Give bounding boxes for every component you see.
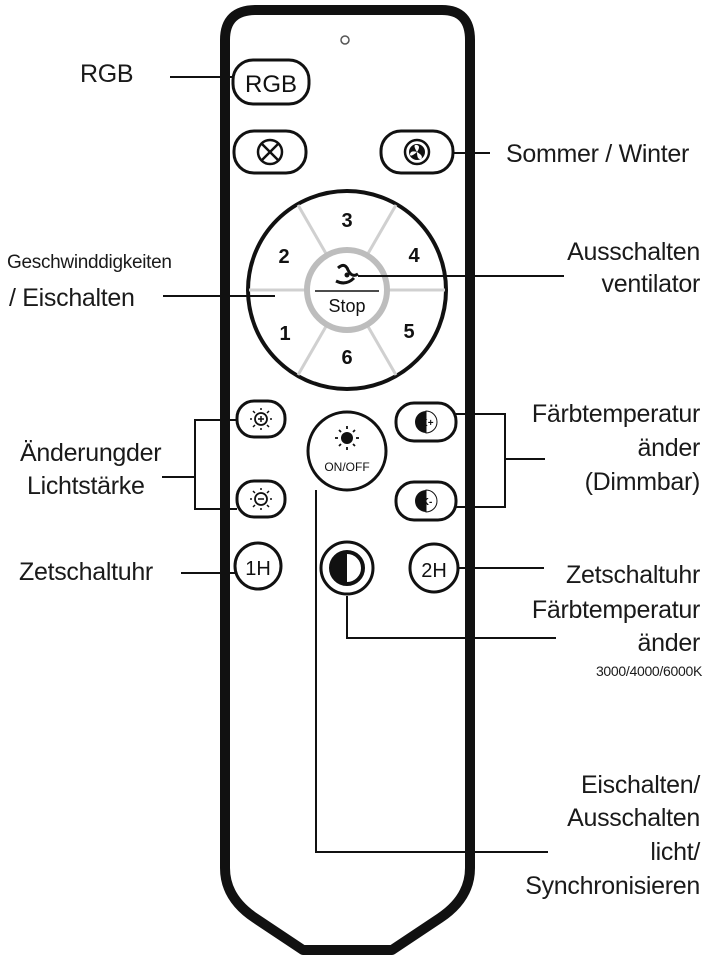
indicator-led xyxy=(340,35,350,45)
fan-mode-icon xyxy=(403,138,431,166)
callout-lines xyxy=(162,76,564,853)
label-farbtemp-1: Färbtemperatur xyxy=(531,596,700,624)
half-circle-icon xyxy=(329,550,365,586)
label-farbtemp-dimm-2: änder xyxy=(637,434,701,462)
color-temp-plus-button[interactable]: K+ xyxy=(394,401,458,443)
brightness-down-button[interactable] xyxy=(235,479,287,519)
rgb-button[interactable]: RGB xyxy=(231,58,311,106)
label-eischalten-4: Synchronisieren xyxy=(525,872,700,900)
label-farbtemp-dimm-3: (Dimmbar) xyxy=(584,468,701,496)
label-eischalten-2: Ausschalten xyxy=(567,804,700,832)
timer-1h-label: 1H xyxy=(245,558,271,580)
label-geschwindigkeiten-1: Geschwinddigkeiten xyxy=(7,252,172,273)
label-lichtstaerke-1: Änderungder xyxy=(20,439,162,467)
label-ausschalten-2: ventilator xyxy=(601,270,701,298)
summer-winter-button[interactable] xyxy=(379,129,455,175)
speed-button-2[interactable]: 2 xyxy=(278,246,289,268)
speed-button-3[interactable]: 3 xyxy=(341,210,352,232)
stop-button[interactable]: Stop xyxy=(304,247,390,333)
label-farbtemp-dimm-1: Färbtemperatur xyxy=(531,400,700,428)
speed-button-4[interactable]: 4 xyxy=(408,245,420,267)
label-sommer-winter: Sommer / Winter xyxy=(506,140,690,168)
light-on-off-button[interactable]: ON/OFF xyxy=(306,410,388,492)
brightness-up-button[interactable] xyxy=(235,399,287,439)
rgb-button-label: RGB xyxy=(245,71,297,98)
brightness-down-icon xyxy=(250,488,272,510)
color-temp-plus-icon: K+ xyxy=(415,410,438,434)
light-icon xyxy=(335,426,359,450)
label-zeitschaltuhr-left: Zetschaltuhr xyxy=(19,558,153,586)
color-temp-minus-label: K- xyxy=(422,497,433,508)
color-temp-minus-button[interactable]: K- xyxy=(394,480,458,522)
speed-button-5[interactable]: 5 xyxy=(403,321,414,343)
label-eischalten-3: licht/ xyxy=(650,838,700,866)
speed-button-6[interactable]: 6 xyxy=(341,347,352,369)
color-temp-plus-label: K+ xyxy=(420,418,433,429)
label-eischalten-1: Eischalten/ xyxy=(581,771,700,799)
color-temp-cycle-button[interactable] xyxy=(319,540,375,596)
cross-circle-icon xyxy=(256,138,284,166)
fan-icon xyxy=(335,263,359,285)
remote-body xyxy=(220,5,475,955)
stop-button-label: Stop xyxy=(328,296,365,316)
speed-button-1[interactable]: 1 xyxy=(279,323,290,345)
color-temp-minus-icon: K- xyxy=(415,489,438,513)
label-ausschalten-1: Ausschalten xyxy=(567,238,700,266)
label-geschwindigkeiten-2: / Eischalten xyxy=(9,284,135,312)
x-button[interactable] xyxy=(232,129,308,175)
label-farbtemp-2: änder xyxy=(637,629,701,657)
timer-1h-button[interactable]: 1H xyxy=(233,541,283,591)
label-zeitschaltuhr-right: Zetschaltuhr xyxy=(566,561,700,589)
brightness-up-icon xyxy=(250,408,272,430)
label-rgb: RGB xyxy=(80,60,134,88)
timer-2h-button[interactable]: 2H xyxy=(408,542,460,594)
label-lichtstaerke-2: Lichtstärke xyxy=(27,472,145,500)
on-off-label: ON/OFF xyxy=(324,460,369,474)
timer-2h-label: 2H xyxy=(421,560,447,582)
label-farbtemp-values: 3000/4000/6000K xyxy=(595,663,702,679)
